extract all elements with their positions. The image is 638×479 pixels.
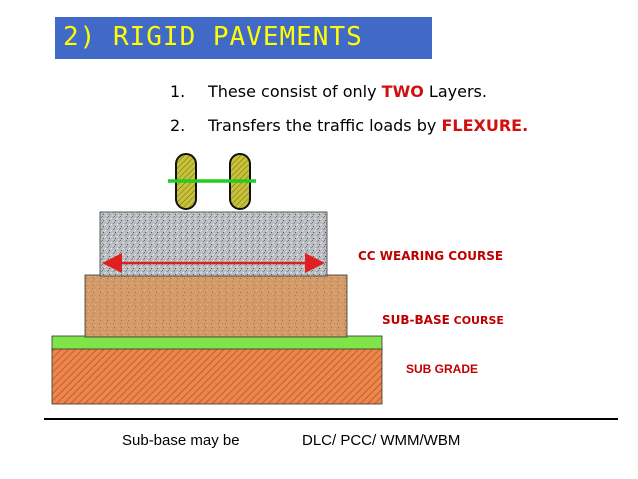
sub-grade-label: SUB GRADE xyxy=(406,362,479,376)
sub-base-layer xyxy=(84,274,348,338)
title-bar: 2) RIGID PAVEMENTS xyxy=(55,17,432,59)
green-strip xyxy=(51,335,383,351)
list-number: 2. xyxy=(170,116,186,135)
concrete-slab-layer xyxy=(99,211,328,277)
list-highlight: TWO xyxy=(381,82,424,101)
sub-base-label-rest: COURSE xyxy=(449,314,504,327)
list-item: 1. These consist of only TWO Layers. xyxy=(170,80,528,114)
divider-line xyxy=(44,418,618,420)
list-highlight: FLEXURE. xyxy=(441,116,529,135)
slide-title: 2) RIGID PAVEMENTS xyxy=(63,22,363,52)
bullet-list: 1. These consist of only TWO Layers. 2. Tr… xyxy=(170,80,528,148)
sub-base-label-bold: SUB-BASE xyxy=(382,313,450,327)
list-text: Transfers the traffic loads by xyxy=(208,116,442,135)
list-text: These consist of only xyxy=(208,82,382,101)
list-text-end: Layers. xyxy=(423,82,487,101)
list-number: 1. xyxy=(170,82,186,101)
sub-base-label: SUB-BASE COURSE xyxy=(382,313,504,327)
footer-value: DLC/ PCC/ WMM/WBM xyxy=(302,432,461,449)
cc-wearing-label: CC WEARING COURSE xyxy=(358,249,504,263)
list-item: 2. Transfers the traffic loads by FLEXURE… xyxy=(170,114,528,148)
footer-label: Sub-base may be xyxy=(122,432,240,449)
sub-grade-layer xyxy=(51,348,383,405)
